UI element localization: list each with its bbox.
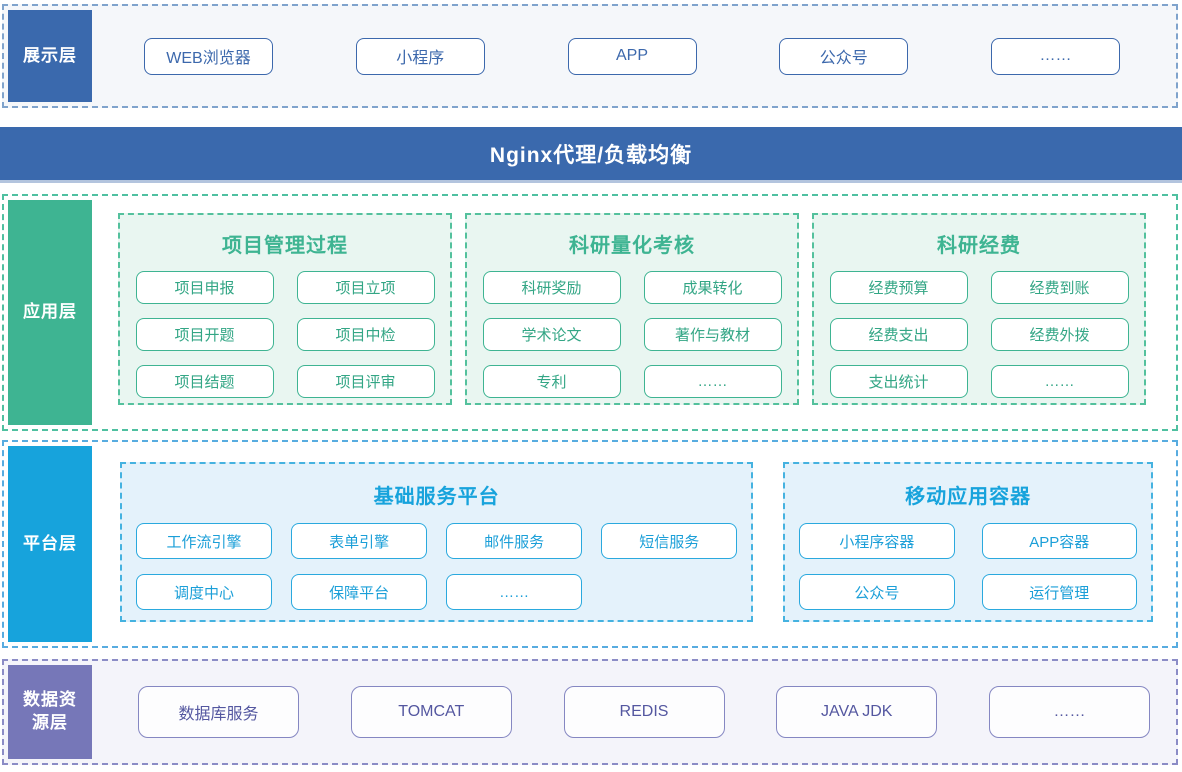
data-resource-layer-content: 数据库服务 TOMCAT REDIS JAVA JDK …… (96, 661, 1176, 763)
platform-node: 小程序容器 (799, 523, 955, 559)
group-node-grid: 科研奖励 成果转化 学术论文 著作与教材 专利 …… (482, 271, 782, 398)
platform-layer-label: 平台层 (8, 446, 92, 642)
platform-node: APP容器 (981, 523, 1137, 559)
application-node: 项目立项 (296, 271, 435, 304)
group-title: 项目管理过程 (222, 235, 348, 257)
application-node-ellipsis: …… (643, 365, 782, 398)
presentation-node: APP (567, 37, 697, 75)
application-node: 科研奖励 (482, 271, 621, 304)
application-node: 经费到账 (990, 271, 1129, 304)
platform-node: 短信服务 (601, 523, 738, 559)
application-node: 经费外拨 (990, 318, 1129, 351)
presentation-node: WEB浏览器 (144, 37, 273, 75)
application-node: 学术论文 (482, 318, 621, 351)
group-research-funds: 科研经费 经费预算 经费到账 经费支出 经费外拨 支出统计 …… (812, 213, 1146, 405)
group-project-management: 项目管理过程 项目申报 项目立项 项目开题 项目中检 项目结题 项目评审 (118, 213, 452, 405)
group-title: 移动应用容器 (905, 486, 1032, 508)
group-mobile-app-container: 移动应用容器 小程序容器 APP容器 公众号 运行管理 (783, 462, 1153, 622)
nginx-proxy-bar: Nginx代理/负载均衡 (0, 127, 1182, 183)
presentation-layer-row: 展示层 WEB浏览器 小程序 APP 公众号 …… (2, 4, 1178, 108)
platform-node: 公众号 (799, 574, 955, 610)
data-resource-layer-row: 数据资源层 数据库服务 TOMCAT REDIS JAVA JDK …… (2, 659, 1178, 765)
application-node: 项目评审 (296, 365, 435, 398)
platform-node-ellipsis: …… (446, 574, 583, 610)
application-node: 项目开题 (135, 318, 274, 351)
group-node-grid: 项目申报 项目立项 项目开题 项目中检 项目结题 项目评审 (135, 271, 435, 398)
group-research-assessment: 科研量化考核 科研奖励 成果转化 学术论文 著作与教材 专利 …… (465, 213, 799, 405)
presentation-layer-content: WEB浏览器 小程序 APP 公众号 …… (96, 6, 1176, 106)
application-node: 成果转化 (643, 271, 782, 304)
group-title: 科研量化考核 (569, 235, 695, 257)
platform-node: 运行管理 (981, 574, 1137, 610)
application-node: 支出统计 (829, 365, 968, 398)
application-layer-content: 项目管理过程 项目申报 项目立项 项目开题 项目中检 项目结题 项目评审 科研量… (96, 196, 1176, 429)
application-node: 经费支出 (829, 318, 968, 351)
application-layer-row: 应用层 项目管理过程 项目申报 项目立项 项目开题 项目中检 项目结题 项目评审… (2, 194, 1178, 431)
application-node: 项目结题 (135, 365, 274, 398)
data-resource-node: JAVA JDK (776, 686, 938, 738)
application-node: 专利 (482, 365, 621, 398)
platform-node: 邮件服务 (446, 523, 583, 559)
presentation-layer-label: 展示层 (8, 10, 92, 102)
presentation-node: 公众号 (779, 37, 909, 75)
group-node-grid: 小程序容器 APP容器 公众号 运行管理 (799, 523, 1137, 610)
group-title: 基础服务平台 (373, 486, 500, 508)
group-node-grid: 工作流引擎 表单引擎 邮件服务 短信服务 调度中心 保障平台 …… (136, 523, 738, 610)
data-resource-node: TOMCAT (350, 686, 512, 738)
presentation-node-ellipsis: …… (991, 37, 1120, 75)
application-node-ellipsis: …… (990, 365, 1129, 398)
application-node: 项目中检 (296, 318, 435, 351)
platform-node: 表单引擎 (291, 523, 428, 559)
application-node: 经费预算 (829, 271, 968, 304)
data-resource-layer-label: 数据资源层 (8, 665, 92, 759)
platform-layer-row: 平台层 基础服务平台 工作流引擎 表单引擎 邮件服务 短信服务 调度中心 保障平… (2, 440, 1178, 648)
group-basic-service-platform: 基础服务平台 工作流引擎 表单引擎 邮件服务 短信服务 调度中心 保障平台 …… (120, 462, 754, 622)
data-resource-node-ellipsis: …… (989, 686, 1150, 738)
group-node-grid: 经费预算 经费到账 经费支出 经费外拨 支出统计 …… (829, 271, 1129, 398)
application-node: 项目申报 (135, 271, 274, 304)
group-title: 科研经费 (937, 235, 1021, 257)
platform-node: 调度中心 (136, 574, 273, 610)
platform-node: 保障平台 (291, 574, 428, 610)
platform-node: 工作流引擎 (136, 523, 273, 559)
data-resource-node: REDIS (563, 686, 725, 738)
presentation-node: 小程序 (355, 37, 485, 75)
application-layer-label: 应用层 (8, 200, 92, 425)
data-resource-node: 数据库服务 (138, 686, 299, 738)
application-node: 著作与教材 (643, 318, 782, 351)
platform-layer-content: 基础服务平台 工作流引擎 表单引擎 邮件服务 短信服务 调度中心 保障平台 ……… (96, 442, 1176, 646)
